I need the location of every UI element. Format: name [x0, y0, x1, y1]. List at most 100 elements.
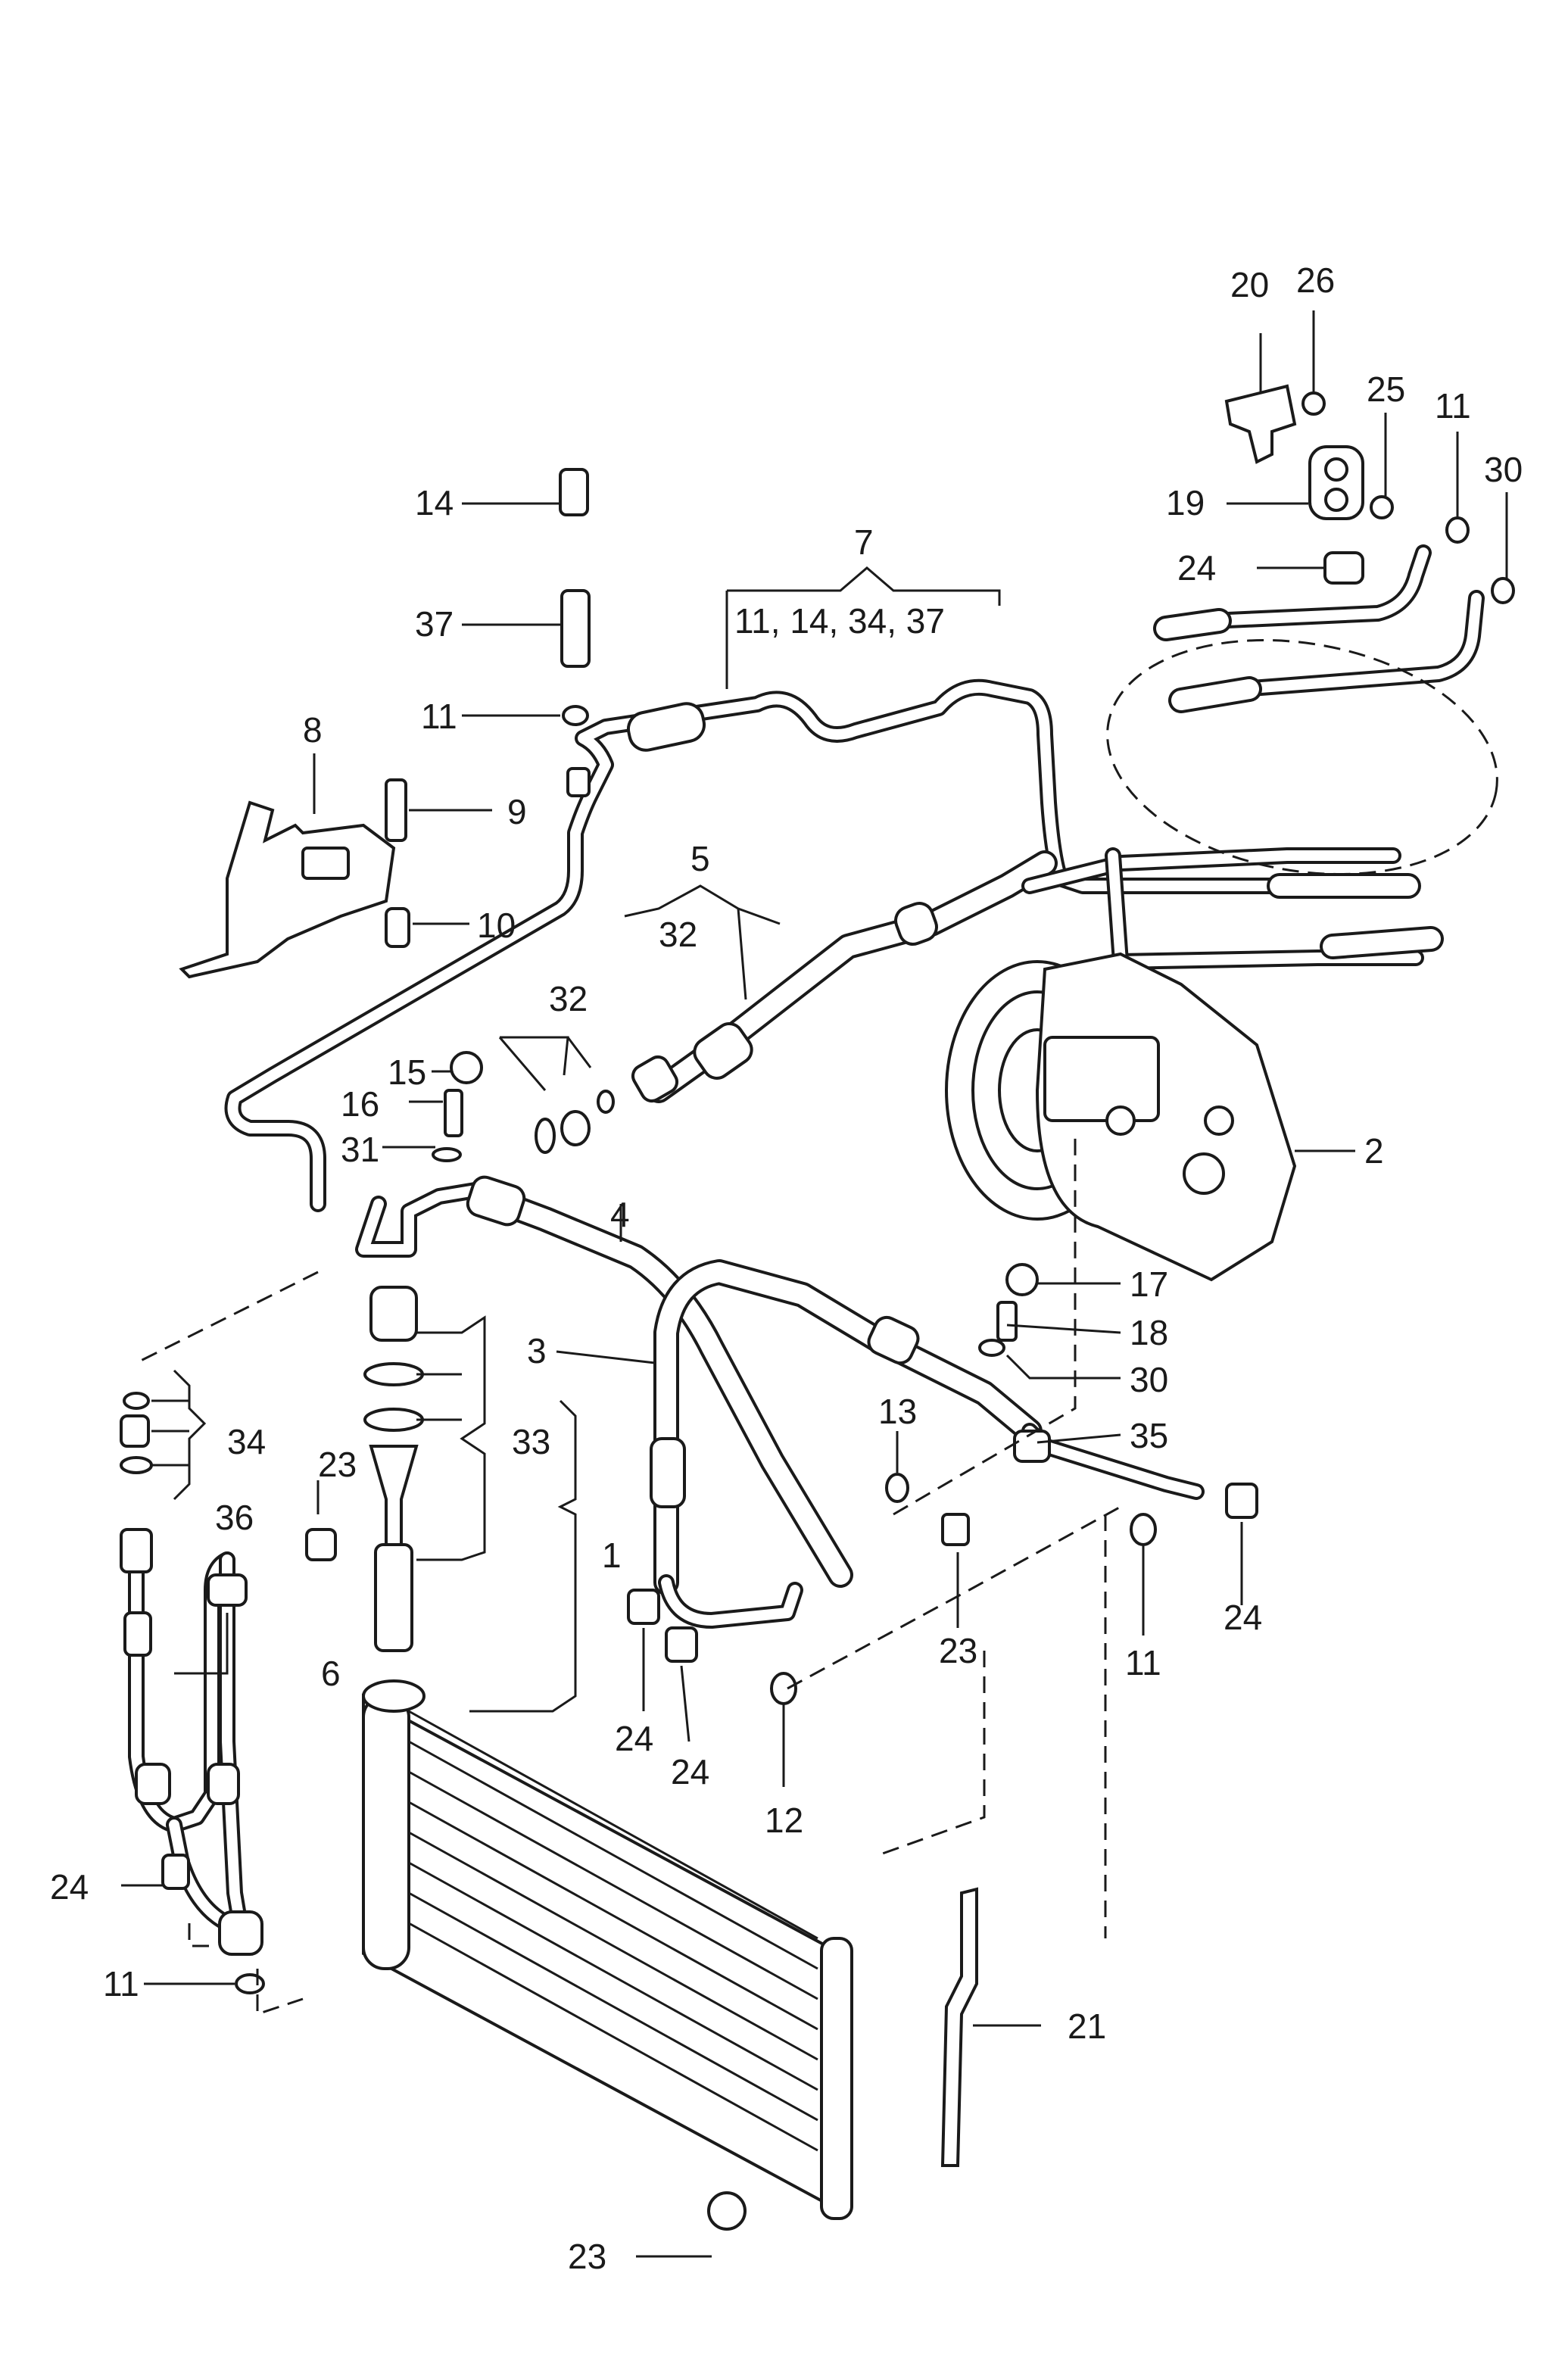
seal-ring-a [363, 1362, 424, 1386]
callout-labels: 14 37 11 8 9 10 7 11, 14, 34, 37 5 32 32… [50, 260, 1523, 2276]
line-6-fitting-top [120, 1528, 153, 1573]
line-4-sleeve [466, 1175, 526, 1227]
valve-34 [120, 1414, 150, 1448]
seal-31 [432, 1147, 462, 1162]
line-6-sleeve-a [135, 1763, 171, 1805]
callout-32-top: 32 [659, 915, 697, 954]
compressor-block [1043, 1036, 1160, 1122]
line-7-fitting [566, 767, 591, 797]
seal-30-top-right [1491, 577, 1515, 604]
line-6-clamp [207, 1573, 248, 1607]
nut-15 [450, 1051, 483, 1084]
callout-21: 21 [1068, 2007, 1106, 2046]
line-3-connector [867, 1315, 920, 1365]
switch-37 [560, 589, 591, 668]
refrigerant-line-5 [631, 850, 1058, 1103]
callout-19: 19 [1166, 483, 1205, 522]
callout-1: 1 [602, 1536, 622, 1575]
callout-2: 2 [1364, 1131, 1384, 1171]
callout-4: 4 [610, 1195, 630, 1234]
callout-5: 5 [690, 839, 710, 878]
rear-lines-upper [1021, 544, 1498, 970]
callout-14: 14 [415, 483, 454, 522]
bolt-18 [996, 1301, 1018, 1342]
seal-11-top-right [1445, 516, 1470, 544]
line-5-sleeve-a [693, 1022, 753, 1080]
seal-34b [120, 1456, 153, 1474]
callout-11-top-right: 11 [1435, 386, 1471, 426]
callout-33: 33 [512, 1422, 550, 1461]
valve-14 [559, 468, 589, 516]
seal-30-mid [978, 1339, 1005, 1357]
callout-24-mid-a: 24 [615, 1719, 653, 1758]
callout-18: 18 [1130, 1313, 1168, 1352]
callout-7: 7 [854, 522, 874, 562]
seal-13 [885, 1473, 909, 1503]
line-3-clamp [1013, 1430, 1051, 1463]
callout-11-top: 11 [421, 697, 457, 736]
bolt-24-left [161, 1854, 190, 1890]
line-7-sleeve [626, 702, 706, 752]
callout-23-bottom: 23 [568, 2237, 606, 2276]
callout-34: 34 [227, 1422, 266, 1461]
seal-32c [597, 1090, 615, 1114]
callout-3: 3 [527, 1331, 547, 1370]
nut-10 [385, 907, 410, 948]
plug [369, 1286, 418, 1342]
callout-7-group: 11, 14, 34, 37 [734, 601, 945, 641]
bracket-8-slot [301, 847, 350, 880]
callout-24-right: 24 [1224, 1598, 1262, 1637]
refrigerant-line-7 [224, 678, 1295, 1212]
callout-26: 26 [1296, 260, 1335, 300]
bolt-24-mid-a [627, 1589, 660, 1625]
callout-24-top-right: 24 [1177, 548, 1216, 588]
assembly-dashed-lines [136, 1136, 1121, 2016]
callout-20: 20 [1230, 265, 1269, 304]
line-6-fitting-mid [123, 1611, 152, 1657]
bolt-23-left [305, 1528, 337, 1561]
line-5-connector [631, 1055, 679, 1103]
callout-11-left: 11 [103, 1964, 139, 2003]
callout-11-mid: 11 [1125, 1643, 1161, 1682]
callout-10: 10 [477, 906, 516, 945]
seal-34a [123, 1392, 150, 1410]
seal-ring-b [363, 1408, 424, 1432]
refrigerant-line-6 [120, 1528, 263, 1956]
bracket-8 [179, 800, 396, 979]
receiver-drier-33 [363, 1286, 424, 1652]
condenser-tank-left [362, 1695, 410, 1970]
filter-cone [369, 1445, 419, 1546]
callout-35: 35 [1130, 1416, 1168, 1455]
callout-24-left: 24 [50, 1867, 89, 1907]
air-guide-21 [940, 1887, 978, 2167]
callout-30-top-right: 30 [1484, 450, 1523, 489]
seal-32a [535, 1118, 556, 1154]
callout-6: 6 [321, 1654, 341, 1693]
callout-12: 12 [765, 1801, 803, 1840]
bolt-24-top-right [1323, 551, 1364, 585]
bolt-24-right [1225, 1483, 1258, 1519]
condenser-1 [362, 1679, 853, 2220]
callout-23-mid: 23 [939, 1631, 977, 1670]
callout-37: 37 [415, 604, 454, 644]
condenser-tank-right [820, 1937, 853, 2220]
callout-15: 15 [388, 1052, 426, 1092]
callout-30-mid: 30 [1130, 1360, 1168, 1399]
clamp-19 [1308, 445, 1364, 520]
seal-32b [560, 1110, 591, 1146]
line-6-sleeve-b [207, 1763, 240, 1805]
line-3-sleeve [650, 1437, 686, 1508]
callout-9: 9 [507, 792, 527, 831]
bolt-23-bottom [707, 2191, 747, 2231]
drier-cartridge [374, 1543, 413, 1652]
compressor [945, 952, 1297, 1282]
nut-26 [1301, 391, 1326, 416]
bolt-23-mid [941, 1513, 970, 1546]
leader-lines [121, 310, 1508, 2258]
bolt-24-mid-b [665, 1626, 698, 1663]
seal-11-left [235, 1973, 265, 1994]
callout-32-mid: 32 [549, 979, 588, 1018]
line-6-block [218, 1910, 263, 1956]
callout-31: 31 [341, 1130, 379, 1169]
nut-17 [1005, 1263, 1039, 1296]
